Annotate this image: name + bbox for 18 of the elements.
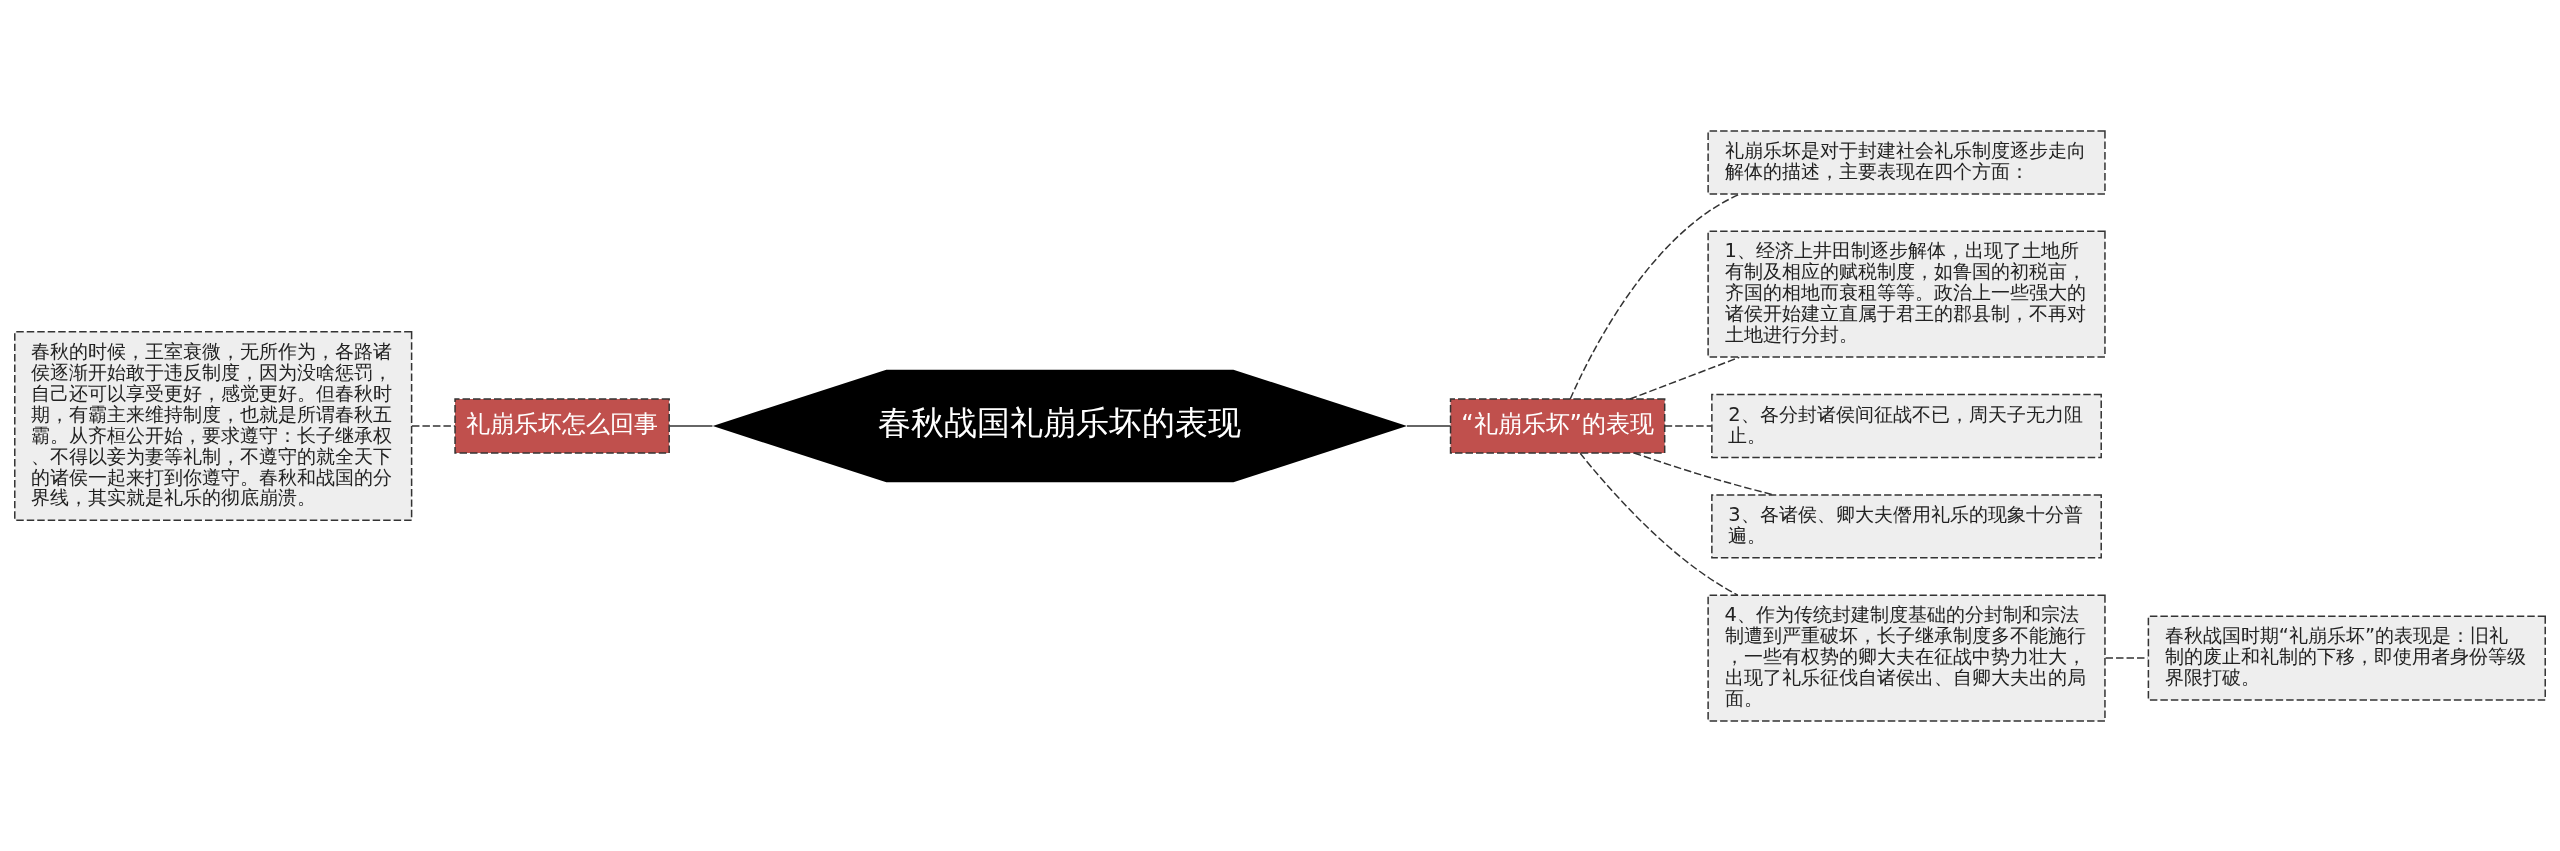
connector <box>1629 356 1741 400</box>
node-box: 礼崩乐坏怎么回事 <box>454 397 670 454</box>
node-box: 4、作为传统封建制度基础的分封制和宗法制遭到严重破坏，长子继承制度多不能施行，一些有权势的卿大夫在征战中势力壮大，出现了礼乐征伐自诸侯出、自卿大夫出的局面。 <box>1707 593 2106 722</box>
connector <box>1633 451 1774 495</box>
node-box: 春秋战国时期“礼崩乐坏”的表现是：旧礼制的废止和礼制的下移，即使用者身份等级界限打破。 <box>2147 614 2546 701</box>
node-box: 3、各诸侯、卿大夫僭用礼乐的现象十分普遍。 <box>1711 493 2102 559</box>
node-box: 2、各分封诸侯间征战不已，周天子无力阻止。 <box>1711 393 2102 458</box>
connector <box>1569 192 1741 400</box>
node-box: 1、经济上井田制逐步解体，出现了土地所有制及相应的赋税制度，如鲁国的初税亩，齐国的相地而衰租等等。政治上一些强大的诸侯开始建立直属于君王的郡县制，不再对土地进行分封。 <box>1707 230 2106 358</box>
node-box: 春秋的时候，王室衰微，无所作为，各路诸侯逐渐开始敢于违反制度，因为没啥惩罚，自己还可以享受更好，感觉更好。但春秋时期，有霸主来维持制度，也就是所谓春秋五霸。从齐桓公开始，要求遵守：长子继承权、不得以妾为妻等礼制，不遵守的就全天下的诸侯一起来打到你遵守。春秋和战国的分界线，其实就是礼乐的彻底崩溃。 <box>14 330 413 521</box>
node-box: “礼崩乐坏”的表现 <box>1449 397 1666 454</box>
connector <box>1579 452 1739 596</box>
connector <box>1664 424 1713 427</box>
connector <box>1406 424 1452 427</box>
connector <box>2104 656 2149 659</box>
node-box: 礼崩乐坏是对于封建社会礼乐制度逐步走向解体的描述，主要表现在四个方面： <box>1707 129 2106 195</box>
connector <box>411 424 456 427</box>
connector <box>669 424 714 427</box>
